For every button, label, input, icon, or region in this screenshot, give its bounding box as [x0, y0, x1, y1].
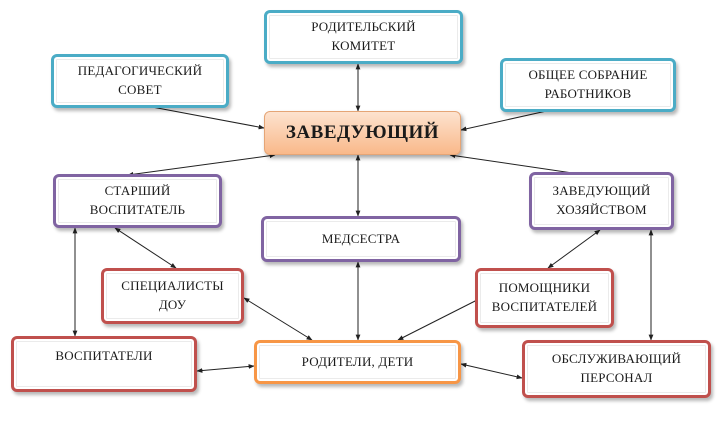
pedagogical-council-node: ПЕДАГОГИЧЕСКИЙ СОВЕТ	[51, 54, 229, 108]
connector-head-senior_teacher	[127, 153, 276, 177]
connector-assistants-parents_children	[397, 295, 486, 341]
connector-supply_manager-assistants	[547, 229, 601, 269]
node-line: РОДИТЕЛЬСКИЙ	[311, 19, 416, 35]
connector-head-supply_manager	[449, 153, 587, 177]
node-line: ХОЗЯЙСТВОМ	[556, 202, 647, 217]
nurse-node: МЕДСЕСТРА	[261, 216, 461, 262]
connector-senior_teacher-specialists	[114, 227, 177, 269]
node-line: СПЕЦИАЛИСТЫ	[121, 278, 224, 294]
node-line: ВОСПИТАТЕЛЬ	[89, 202, 186, 217]
specialists-node: СПЕЦИАЛИСТЫ ДОУ	[101, 268, 244, 324]
node-line: ВОСПИТАТЕЛИ	[55, 348, 153, 363]
node-line: ПЕРСОНАЛ	[580, 370, 653, 385]
node-line: МЕДСЕСТРА	[321, 230, 401, 246]
connector-specialists-parents_children	[243, 297, 313, 341]
node-line: ВОСПИТАТЕЛЕЙ	[491, 299, 598, 314]
connector-head-ped_council	[135, 102, 265, 130]
supply-manager-node: ЗАВЕДУЮЩИЙ ХОЗЯЙСТВОМ	[529, 172, 674, 230]
general-meeting-node: ОБЩЕЕ СОБРАНИЕ РАБОТНИКОВ	[500, 58, 676, 112]
parent-committee-node: РОДИТЕЛЬСКИЙ КОМИТЕТ	[264, 10, 463, 64]
assistants-node: ПОМОЩНИКИ ВОСПИТАТЕЛЕЙ	[475, 268, 614, 328]
connector-teachers-parents_children	[196, 364, 255, 373]
node-line: ДОУ	[158, 297, 187, 312]
node-line: ПЕДАГОГИЧЕСКИЙ	[77, 63, 203, 79]
senior-teacher-node: СТАРШИЙ ВОСПИТАТЕЛЬ	[53, 174, 222, 228]
node-line: РАБОТНИКОВ	[544, 86, 632, 101]
node-line: СОВЕТ	[118, 82, 162, 97]
teachers-node: ВОСПИТАТЕЛИ	[11, 336, 197, 392]
node-line: СТАРШИЙ	[104, 183, 171, 199]
head-node: ЗАВЕДУЮЩИЙ	[264, 111, 461, 155]
node-line: КОМИТЕТ	[331, 38, 396, 53]
node-line: ПОМОЩНИКИ	[498, 280, 591, 296]
node-line: ОБСЛУЖИВАЮЩИЙ	[551, 351, 682, 367]
node-line: РОДИТЕЛИ, ДЕТИ	[301, 353, 414, 369]
connector-parents_children-service_staff	[460, 362, 523, 380]
parents-children-node: РОДИТЕЛИ, ДЕТИ	[254, 340, 461, 384]
node-line: ЗАВЕДУЮЩИЙ	[552, 183, 651, 199]
node-line: ОБЩЕЕ СОБРАНИЕ	[528, 67, 648, 83]
service-staff-node: ОБСЛУЖИВАЮЩИЙ ПЕРСОНАЛ	[522, 340, 711, 398]
head-title: ЗАВЕДУЮЩИЙ	[285, 122, 440, 144]
